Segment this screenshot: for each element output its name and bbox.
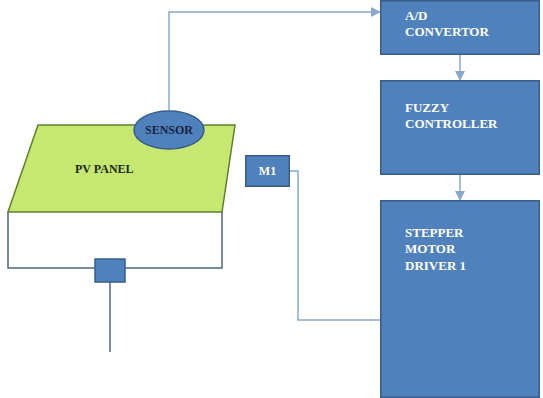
wire — [109, 282, 111, 352]
node-label: PV PANEL — [75, 162, 134, 177]
connector — [169, 12, 380, 110]
connector — [459, 175, 461, 200]
node-label: SENSOR — [145, 123, 193, 138]
motor-box: M1 — [245, 155, 290, 187]
pv-panel: PV PANEL SENSOR — [5, 122, 235, 215]
node-label: M1 — [259, 164, 276, 179]
sensor-ellipse — [134, 111, 204, 149]
controller-box-fill — [381, 81, 540, 175]
controller-box: FUZZY CONTROLLER — [380, 80, 540, 175]
wire — [8, 212, 95, 268]
driver-box: STEPPER MOTOR DRIVER 1 — [380, 200, 540, 398]
driver-box-fill — [381, 201, 540, 398]
connector — [459, 55, 461, 80]
converter-box-fill — [381, 1, 540, 55]
connector — [290, 171, 380, 320]
motor-box-fill — [246, 156, 290, 187]
junction-box — [95, 259, 125, 282]
node-label: FUZZY CONTROLLER — [405, 100, 505, 133]
sensor-circle: SENSOR — [133, 110, 205, 150]
node-label: A/D CONVERTOR — [405, 8, 505, 41]
node-label: STEPPER MOTOR DRIVER 1 — [405, 225, 505, 274]
wire — [125, 212, 222, 268]
converter-box: A/D CONVERTOR — [380, 0, 540, 55]
